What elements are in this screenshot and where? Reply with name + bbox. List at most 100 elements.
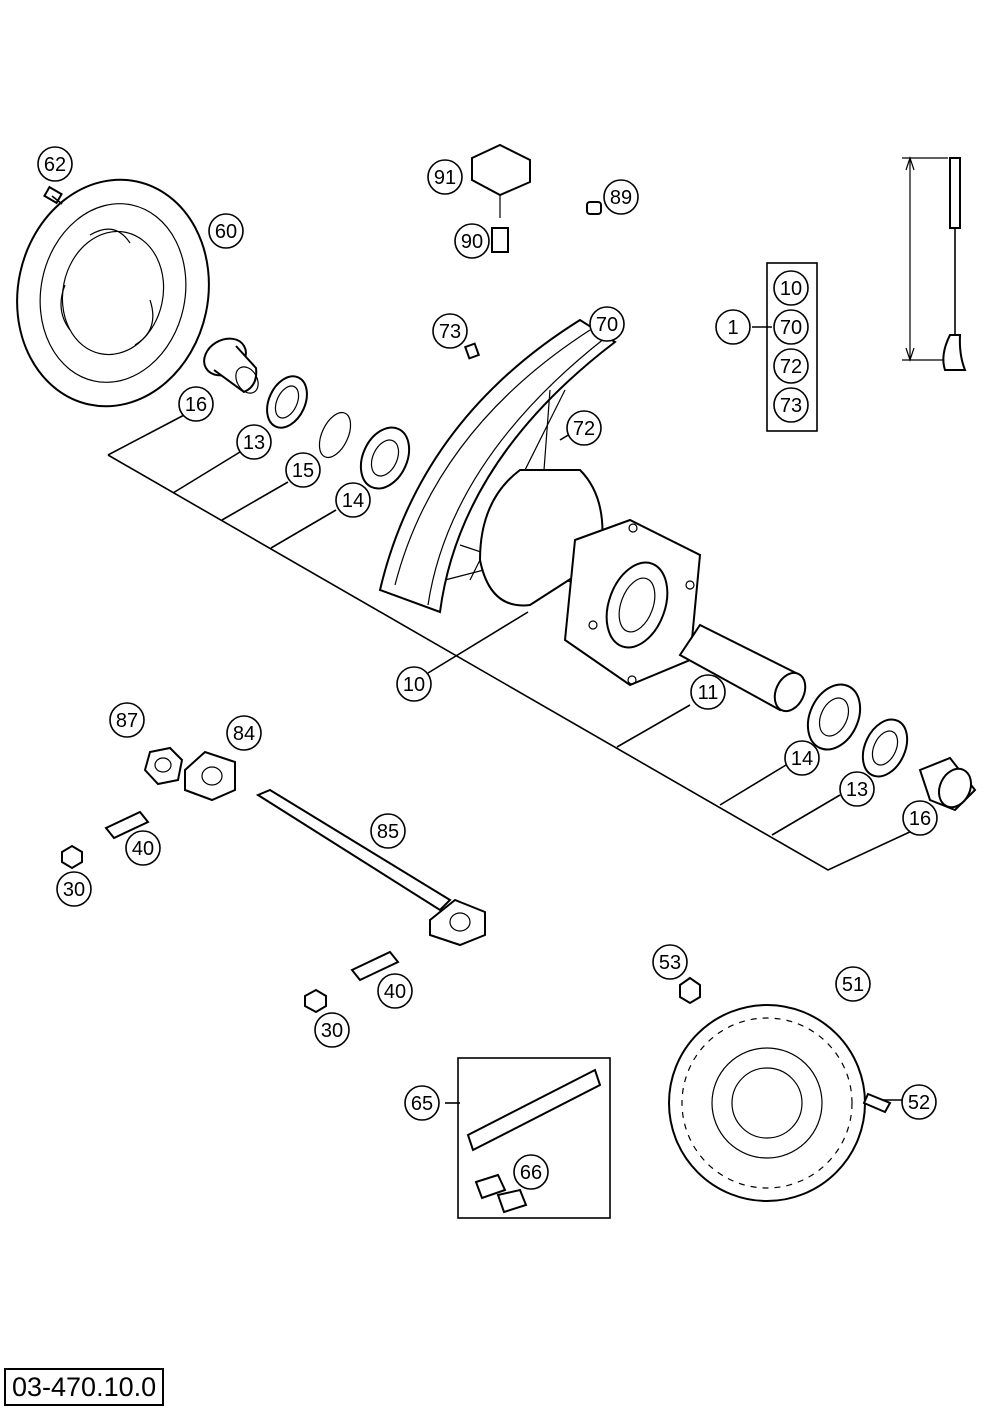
callout-14: 14 [784,740,820,776]
wheel-rim [378,318,617,614]
rim-lock-nut [491,227,509,253]
shaft-seal-right [861,718,909,778]
callout-70: 70 [773,309,809,345]
rim-lock [471,143,531,218]
drive-chain [466,1068,602,1152]
callout-label: 73 [439,321,461,343]
callout-label: 10 [403,674,425,696]
spoke-nipple [463,342,481,360]
adjuster-screw-2 [350,950,400,982]
callout-89: 89 [603,179,639,215]
callout-62: 62 [37,146,73,182]
bearing-left [359,426,411,490]
spacer-right [918,756,977,812]
chain-adjuster [184,750,236,802]
chain-master-link [474,1173,528,1214]
callout-87: 87 [109,702,145,738]
callout-73: 73 [773,387,809,423]
callout-label: 89 [610,187,632,209]
callout-label: 87 [116,710,138,732]
callout-label: 70 [780,317,802,339]
callout-1: 1 [715,309,751,345]
callout-66: 66 [513,1154,549,1190]
callout-40: 40 [125,830,161,866]
callouts: 62 60 16 13 15 14 91 89 90 73 70 72 1 10 70 72 73 10 11 14 1… [37,146,938,1190]
callout-label: 85 [377,821,399,843]
callout-label: 10 [780,278,802,300]
callout-70: 70 [589,306,625,342]
diagram-code: 03-470.10.0 [4,1368,165,1406]
rear-sprocket [668,1004,866,1202]
callout-label: 40 [132,838,154,860]
callout-label: 70 [596,314,618,336]
callout-label: 66 [520,1162,542,1184]
chain-box [457,1057,611,1219]
callout-label: 30 [321,1020,343,1042]
callout-14: 14 [335,482,371,518]
hub [478,469,702,687]
callout-label: 72 [780,356,802,378]
callout-label: 11 [698,682,719,704]
sprocket-nut [679,976,701,1005]
callout-label: 13 [243,432,265,454]
spoke-tool [902,156,967,371]
axle-nut [143,746,184,786]
callout-label: 65 [411,1093,433,1115]
callout-label: 13 [846,779,868,801]
callout-label: 16 [909,808,931,830]
callout-label: 14 [791,748,813,770]
brake-disc [16,178,210,408]
callout-84: 84 [226,715,262,751]
adjuster-nut [61,844,83,870]
callout-60: 60 [208,213,244,249]
callout-label: 15 [292,460,314,482]
wheel-axle [255,788,486,947]
callout-label: 72 [573,418,595,440]
callout-label: 51 [842,974,864,996]
callout-13: 13 [236,424,272,460]
callout-label: 60 [215,221,237,243]
spacer-left [203,337,259,394]
callout-90: 90 [454,223,490,259]
callout-72: 72 [773,348,809,384]
callout-label: 1 [727,317,738,339]
bearing-right [806,683,862,751]
callout-label: 62 [44,154,66,176]
callout-label: 14 [342,490,364,512]
callout-40: 40 [377,973,413,1009]
kit-box [766,262,818,432]
callout-85: 85 [370,813,406,849]
callout-label: 91 [434,167,456,189]
callout-30: 30 [314,1012,350,1048]
callout-51: 51 [835,966,871,1002]
callout-label: 53 [659,952,681,974]
callout-16: 16 [902,800,938,836]
callout-10: 10 [396,666,432,702]
callout-label: 52 [908,1092,930,1114]
callout-73: 73 [432,313,468,349]
callout-label: 16 [185,394,207,416]
callout-30: 30 [56,871,92,907]
callout-91: 91 [427,159,463,195]
callout-11: 11 [690,674,726,710]
adjuster-screw [104,810,150,840]
callout-label: 84 [233,723,255,745]
callout-label: 40 [384,981,406,1003]
callout-16: 16 [178,386,214,422]
adjuster-nut-2 [304,988,327,1014]
callout-15: 15 [285,452,321,488]
callout-label: 73 [780,395,802,417]
circlip [318,411,352,459]
distance-sleeve [678,623,807,713]
callout-52: 52 [901,1084,937,1120]
callout-label: 30 [63,879,85,901]
sprocket-bolt [862,1092,892,1114]
callout-53: 53 [652,944,688,980]
disc-bolt [43,185,63,205]
callout-72: 72 [566,410,602,446]
callout-label: 90 [461,231,483,253]
callout-65: 65 [404,1085,440,1121]
shaft-seal-left [266,375,308,429]
callout-10: 10 [773,270,809,306]
